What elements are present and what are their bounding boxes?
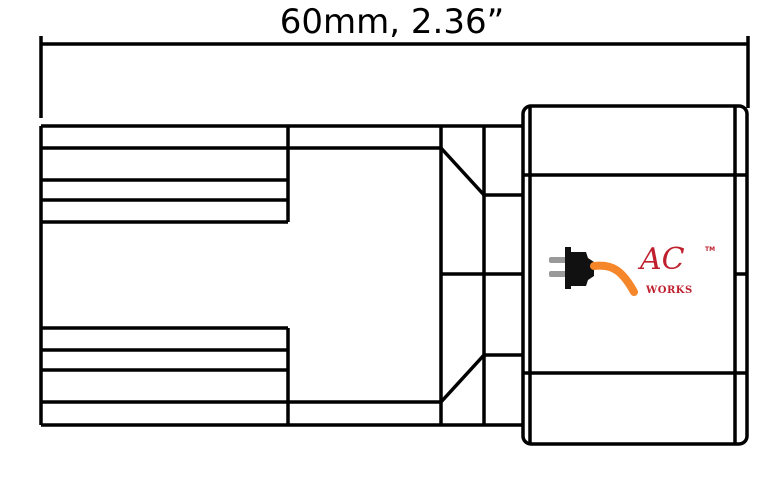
logo-sub-text: WORKS [646, 285, 693, 296]
dimension-line [39, 36, 750, 118]
connector-body-outline [39, 124, 522, 427]
connector-housing [521, 104, 749, 446]
plug-icon [549, 247, 638, 296]
dimension-label: 60mm, 2.36” [279, 2, 505, 42]
logo-trademark: TM [705, 246, 716, 253]
logo-brand-text: AC [640, 242, 685, 277]
